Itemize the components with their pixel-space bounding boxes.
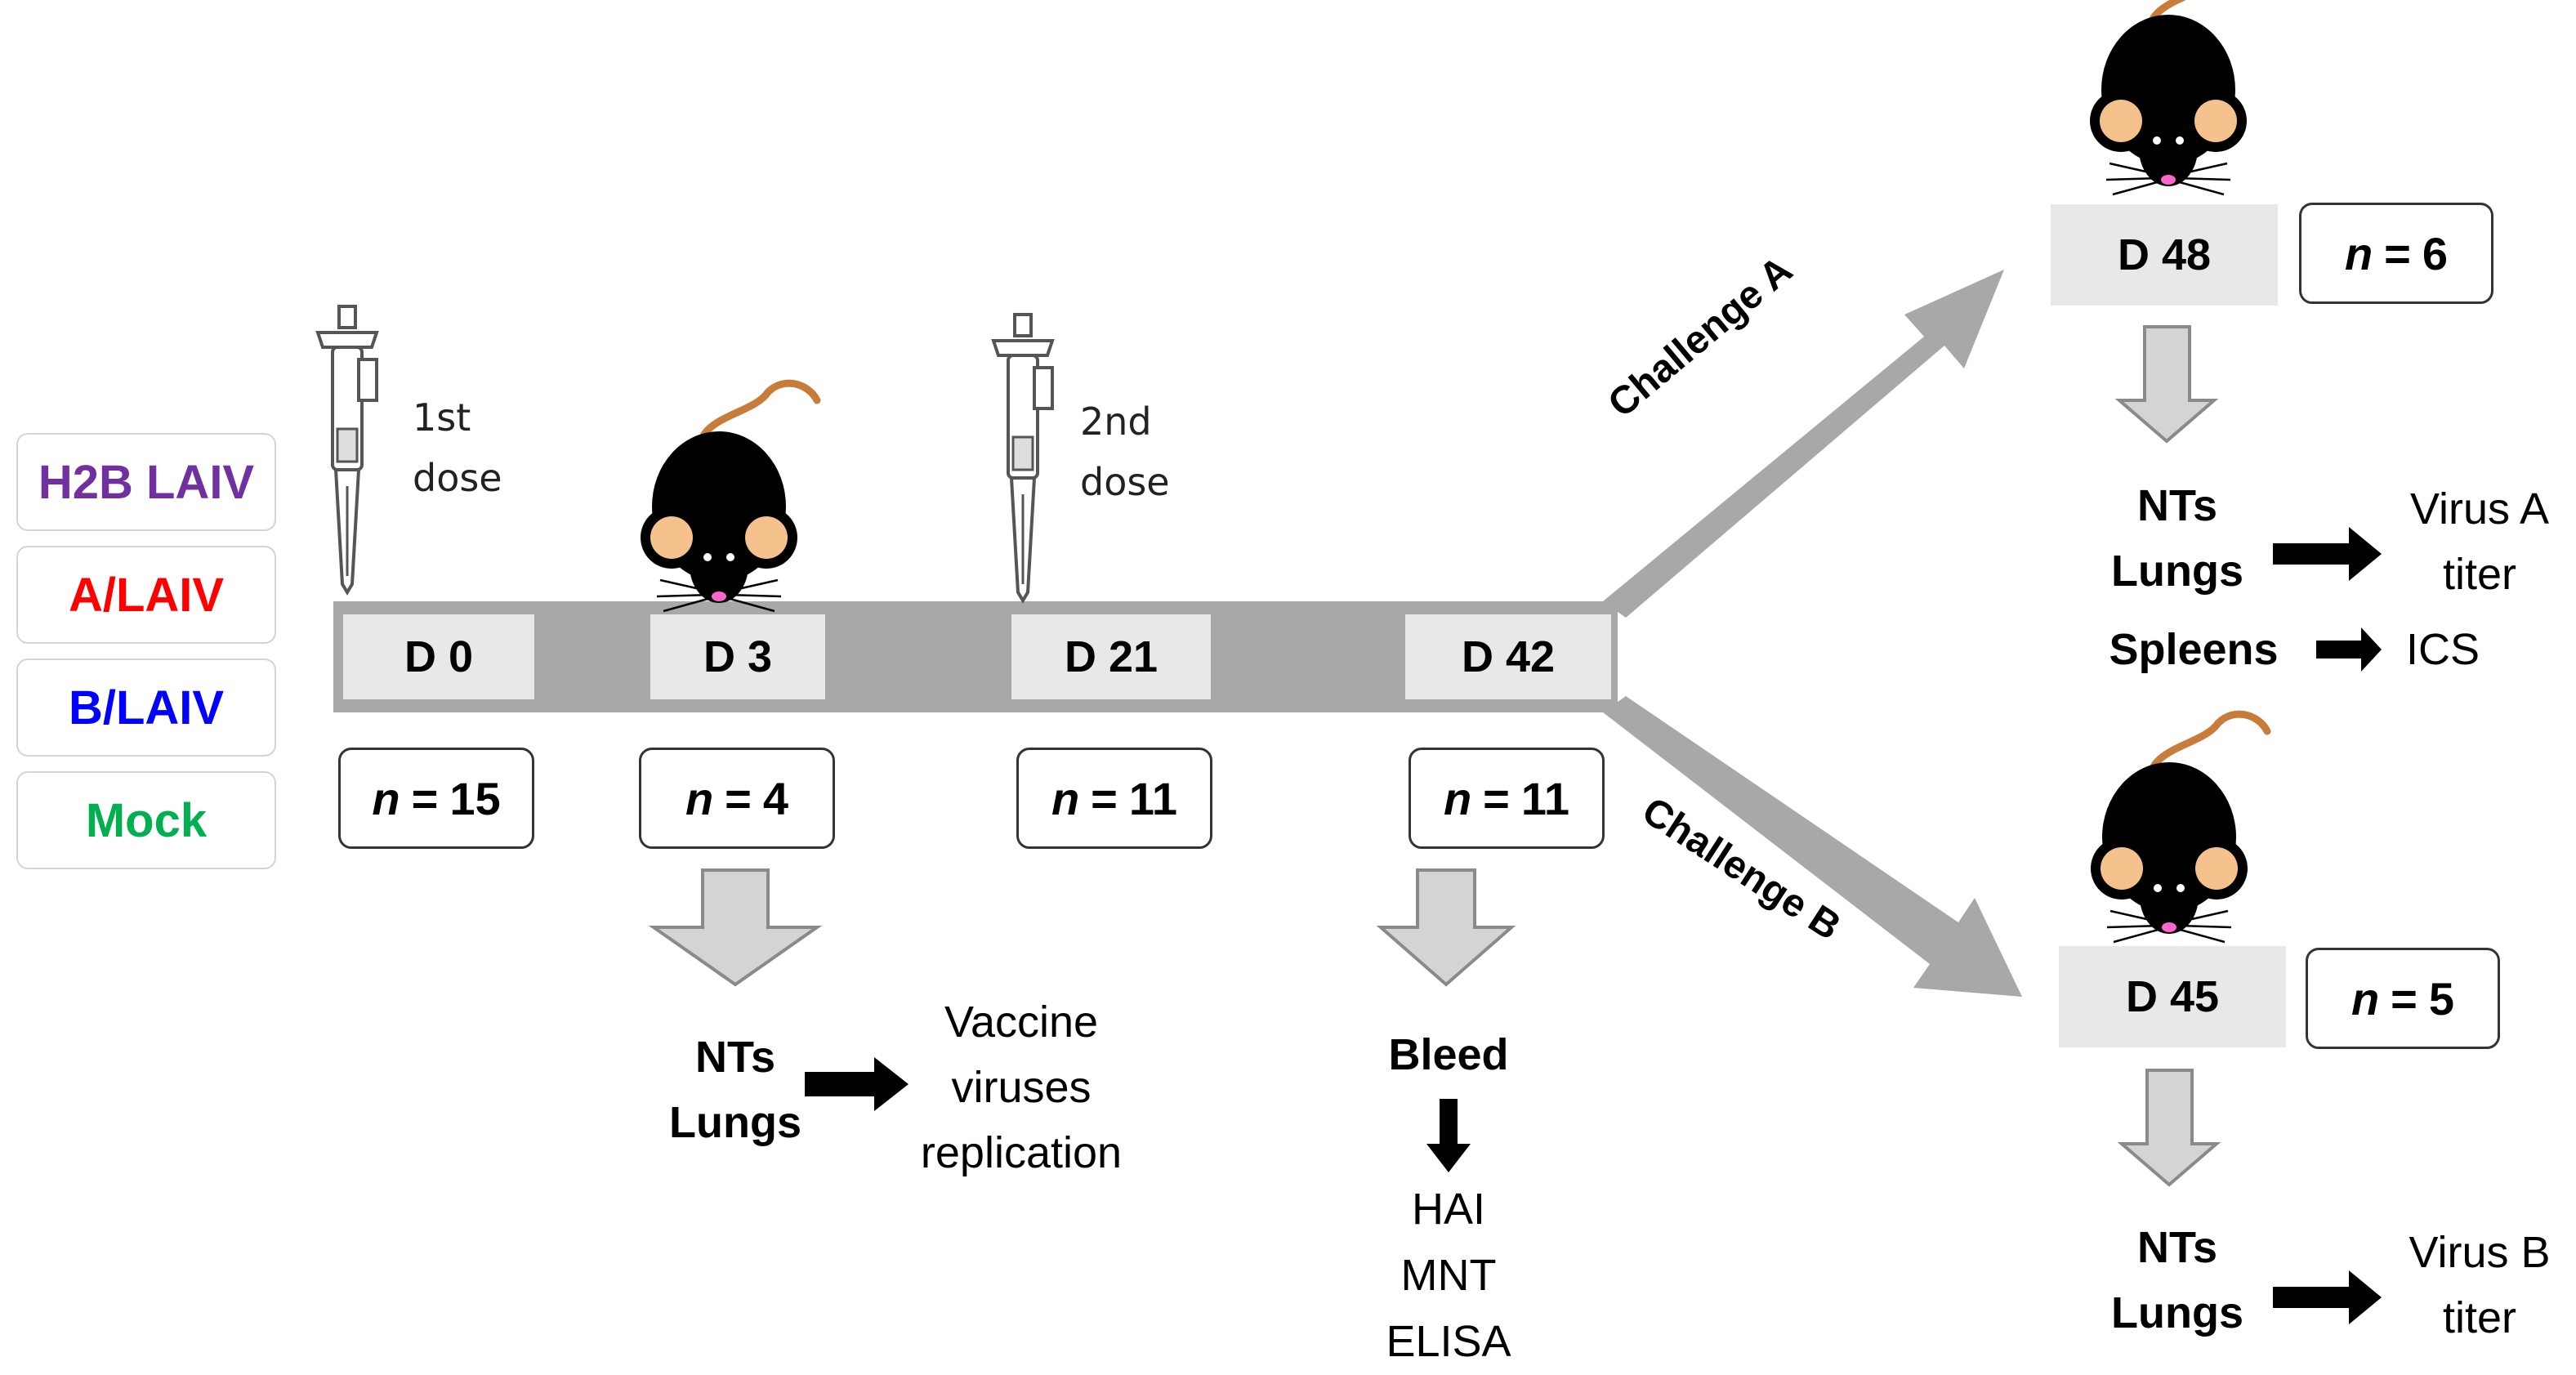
a-spleens-arrow — [2316, 627, 2382, 672]
d48-down-arrow — [2114, 325, 2219, 444]
group-a-laiv: A/LAIV — [16, 546, 276, 644]
a-spleens-result: ICS — [2405, 625, 2480, 674]
count-d45: n=5 — [2306, 948, 2500, 1049]
day-box-d0: D 0 — [343, 614, 534, 699]
group-label: Mock — [85, 793, 208, 847]
mouse-icon — [2090, 0, 2266, 194]
count-d42: n=11 — [1409, 748, 1605, 849]
day-box-d48: D 48 — [2051, 204, 2278, 306]
day-box-d45: D 45 — [2059, 946, 2286, 1047]
group-label: A/LAIV — [68, 568, 225, 622]
day42-bleed-arrow — [1426, 1099, 1471, 1172]
a-spleens: Spleens — [2109, 625, 2279, 674]
mouse-icon — [641, 383, 817, 611]
day-box-d3: D 3 — [650, 614, 825, 699]
count-d48: n=6 — [2299, 203, 2493, 304]
day42-sample: Bleed — [1388, 1030, 1509, 1079]
day42-down-arrow — [1376, 868, 1516, 987]
day3-down-arrow — [648, 868, 823, 987]
group-mock: Mock — [16, 771, 276, 869]
b-lungs-arrow — [2273, 1270, 2382, 1324]
group-b-laiv: B/LAIV — [16, 658, 276, 757]
d45-down-arrow — [2117, 1069, 2221, 1187]
day3-result-arrow — [805, 1057, 909, 1111]
group-label: B/LAIV — [68, 681, 225, 734]
day-box-d42: D 42 — [1405, 614, 1611, 699]
group-h2b-laiv: H2B LAIV — [16, 433, 276, 531]
challenge-b-arrow — [1603, 696, 2022, 997]
timeline-bar — [333, 601, 1618, 712]
a-lungs-arrow — [2273, 527, 2382, 581]
day-box-d21: D 21 — [1011, 614, 1211, 699]
challenge-a-arrow — [1603, 270, 2004, 618]
group-label: H2B LAIV — [38, 455, 255, 509]
pipette-icon — [992, 313, 1054, 602]
count-d3: n=4 — [639, 748, 835, 849]
count-d21: n=11 — [1016, 748, 1212, 849]
pipette-icon — [316, 305, 378, 594]
mouse-icon — [2091, 714, 2267, 942]
count-d0: n=15 — [338, 748, 534, 849]
